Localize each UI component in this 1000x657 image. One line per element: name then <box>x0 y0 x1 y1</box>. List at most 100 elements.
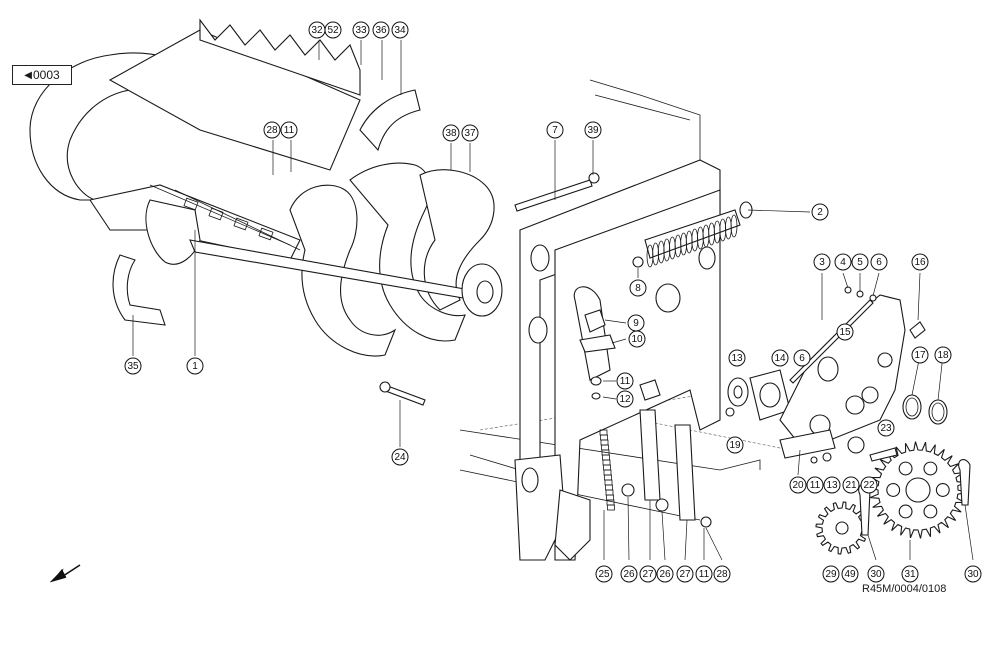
callout-16: 16 <box>911 253 929 271</box>
chain-link <box>600 434 608 441</box>
callout-circle <box>263 121 281 139</box>
callout-24: 24 <box>391 448 409 466</box>
plate-10 <box>579 334 616 353</box>
sprocket-hub <box>905 477 931 503</box>
pad-9 <box>584 309 606 333</box>
callout-11b: 11 <box>616 372 634 390</box>
callout-22: 22 <box>860 476 878 494</box>
callout-number: 22 <box>863 480 875 491</box>
callout-number: 19 <box>729 440 741 451</box>
small-hardware <box>379 256 681 406</box>
frame-upright-front <box>554 189 721 561</box>
callout-49: 49 <box>841 565 859 583</box>
callout-number: 34 <box>394 25 406 36</box>
callout-15: 15 <box>836 323 854 341</box>
callout-11d: 11 <box>695 565 713 583</box>
callout-circle <box>628 330 646 348</box>
reference-link-button[interactable]: ◀ 0003 <box>12 65 72 85</box>
auger-flighting <box>189 162 503 357</box>
callout-number: 25 <box>598 569 610 580</box>
callout-number: 32 <box>311 25 323 36</box>
callout-4: 4 <box>834 253 852 271</box>
callout-26b: 26 <box>656 565 674 583</box>
callout-number: 3 <box>819 257 825 268</box>
callout-number: 14 <box>774 353 786 364</box>
bearing-unit <box>725 369 791 421</box>
auger-flight-3 <box>419 169 495 311</box>
callout-number: 5 <box>857 257 863 268</box>
callout-circle <box>442 124 460 142</box>
callout-circle <box>391 448 409 466</box>
callout-number: 24 <box>394 452 406 463</box>
tie-rod-7 <box>514 172 600 212</box>
callout-number: 12 <box>619 394 631 405</box>
lever-arm-2 <box>554 489 591 561</box>
callout-circle <box>870 253 888 271</box>
callout-number: 11 <box>810 480 821 491</box>
callout-36: 36 <box>372 21 390 39</box>
small-sprocket-29 <box>815 501 869 555</box>
chain-link <box>604 479 613 486</box>
callout-7: 7 <box>546 121 564 139</box>
callout-30b: 30 <box>964 565 982 583</box>
key-30-right <box>958 459 971 506</box>
callout-number: 38 <box>445 128 457 139</box>
callout-circle <box>911 346 929 364</box>
callout-circle <box>964 565 982 583</box>
bushing <box>639 379 661 401</box>
callout-19: 19 <box>726 436 744 454</box>
callout-circle <box>616 390 634 408</box>
callout-17: 17 <box>911 346 929 364</box>
chain-link <box>601 444 609 451</box>
callout-38: 38 <box>442 124 460 142</box>
sprocket-hole <box>886 483 901 497</box>
callout-circle <box>823 476 841 494</box>
callout-number: 33 <box>355 25 367 36</box>
callout-number: 17 <box>914 350 926 361</box>
callout-circle <box>372 21 390 39</box>
callout-number: 49 <box>844 569 856 580</box>
chain-link <box>600 439 609 446</box>
callout-number: 28 <box>716 569 728 580</box>
callout-circle <box>728 349 746 367</box>
callout-13b: 13 <box>823 476 841 494</box>
chain-link <box>603 464 611 471</box>
callout-18: 18 <box>934 346 952 364</box>
callout-number: 52 <box>327 25 339 36</box>
large-sprocket-31 <box>869 441 967 539</box>
curved-bracket-34 <box>359 89 421 152</box>
washer-26-left <box>621 483 635 497</box>
callout-37: 37 <box>461 124 479 142</box>
callout-number: 28 <box>266 125 278 136</box>
seal-15 <box>817 356 839 382</box>
link-plates <box>621 409 712 528</box>
callout-number: 2 <box>817 207 823 218</box>
callout-3: 3 <box>813 253 831 271</box>
callout-number: 26 <box>659 569 671 580</box>
callout-circle <box>620 565 638 583</box>
sprocket-hole <box>935 483 950 497</box>
main-frame <box>514 159 721 561</box>
callout-number: 13 <box>826 480 838 491</box>
callout-number: 13 <box>731 353 743 364</box>
callout-number: 39 <box>587 125 599 136</box>
callout-number: 6 <box>799 353 805 364</box>
chain-link <box>605 484 613 491</box>
sprocket-hole <box>923 461 938 476</box>
washer-11c <box>810 456 818 464</box>
callout-33: 33 <box>352 21 370 39</box>
callout-11c: 11 <box>806 476 824 494</box>
callout-number: 11 <box>699 569 710 580</box>
callout-27b: 27 <box>676 565 694 583</box>
bolt-23 <box>869 447 898 462</box>
callout-circle <box>793 349 811 367</box>
callout-number: 37 <box>464 128 476 139</box>
spring-coil <box>730 214 738 238</box>
sprocket-hole <box>923 504 938 519</box>
callout-9: 9 <box>627 314 645 332</box>
callout-34: 34 <box>391 21 409 39</box>
callout-number: 27 <box>679 569 691 580</box>
arrow-left-icon: ◀ <box>24 69 32 81</box>
serrated-knife <box>199 18 361 96</box>
